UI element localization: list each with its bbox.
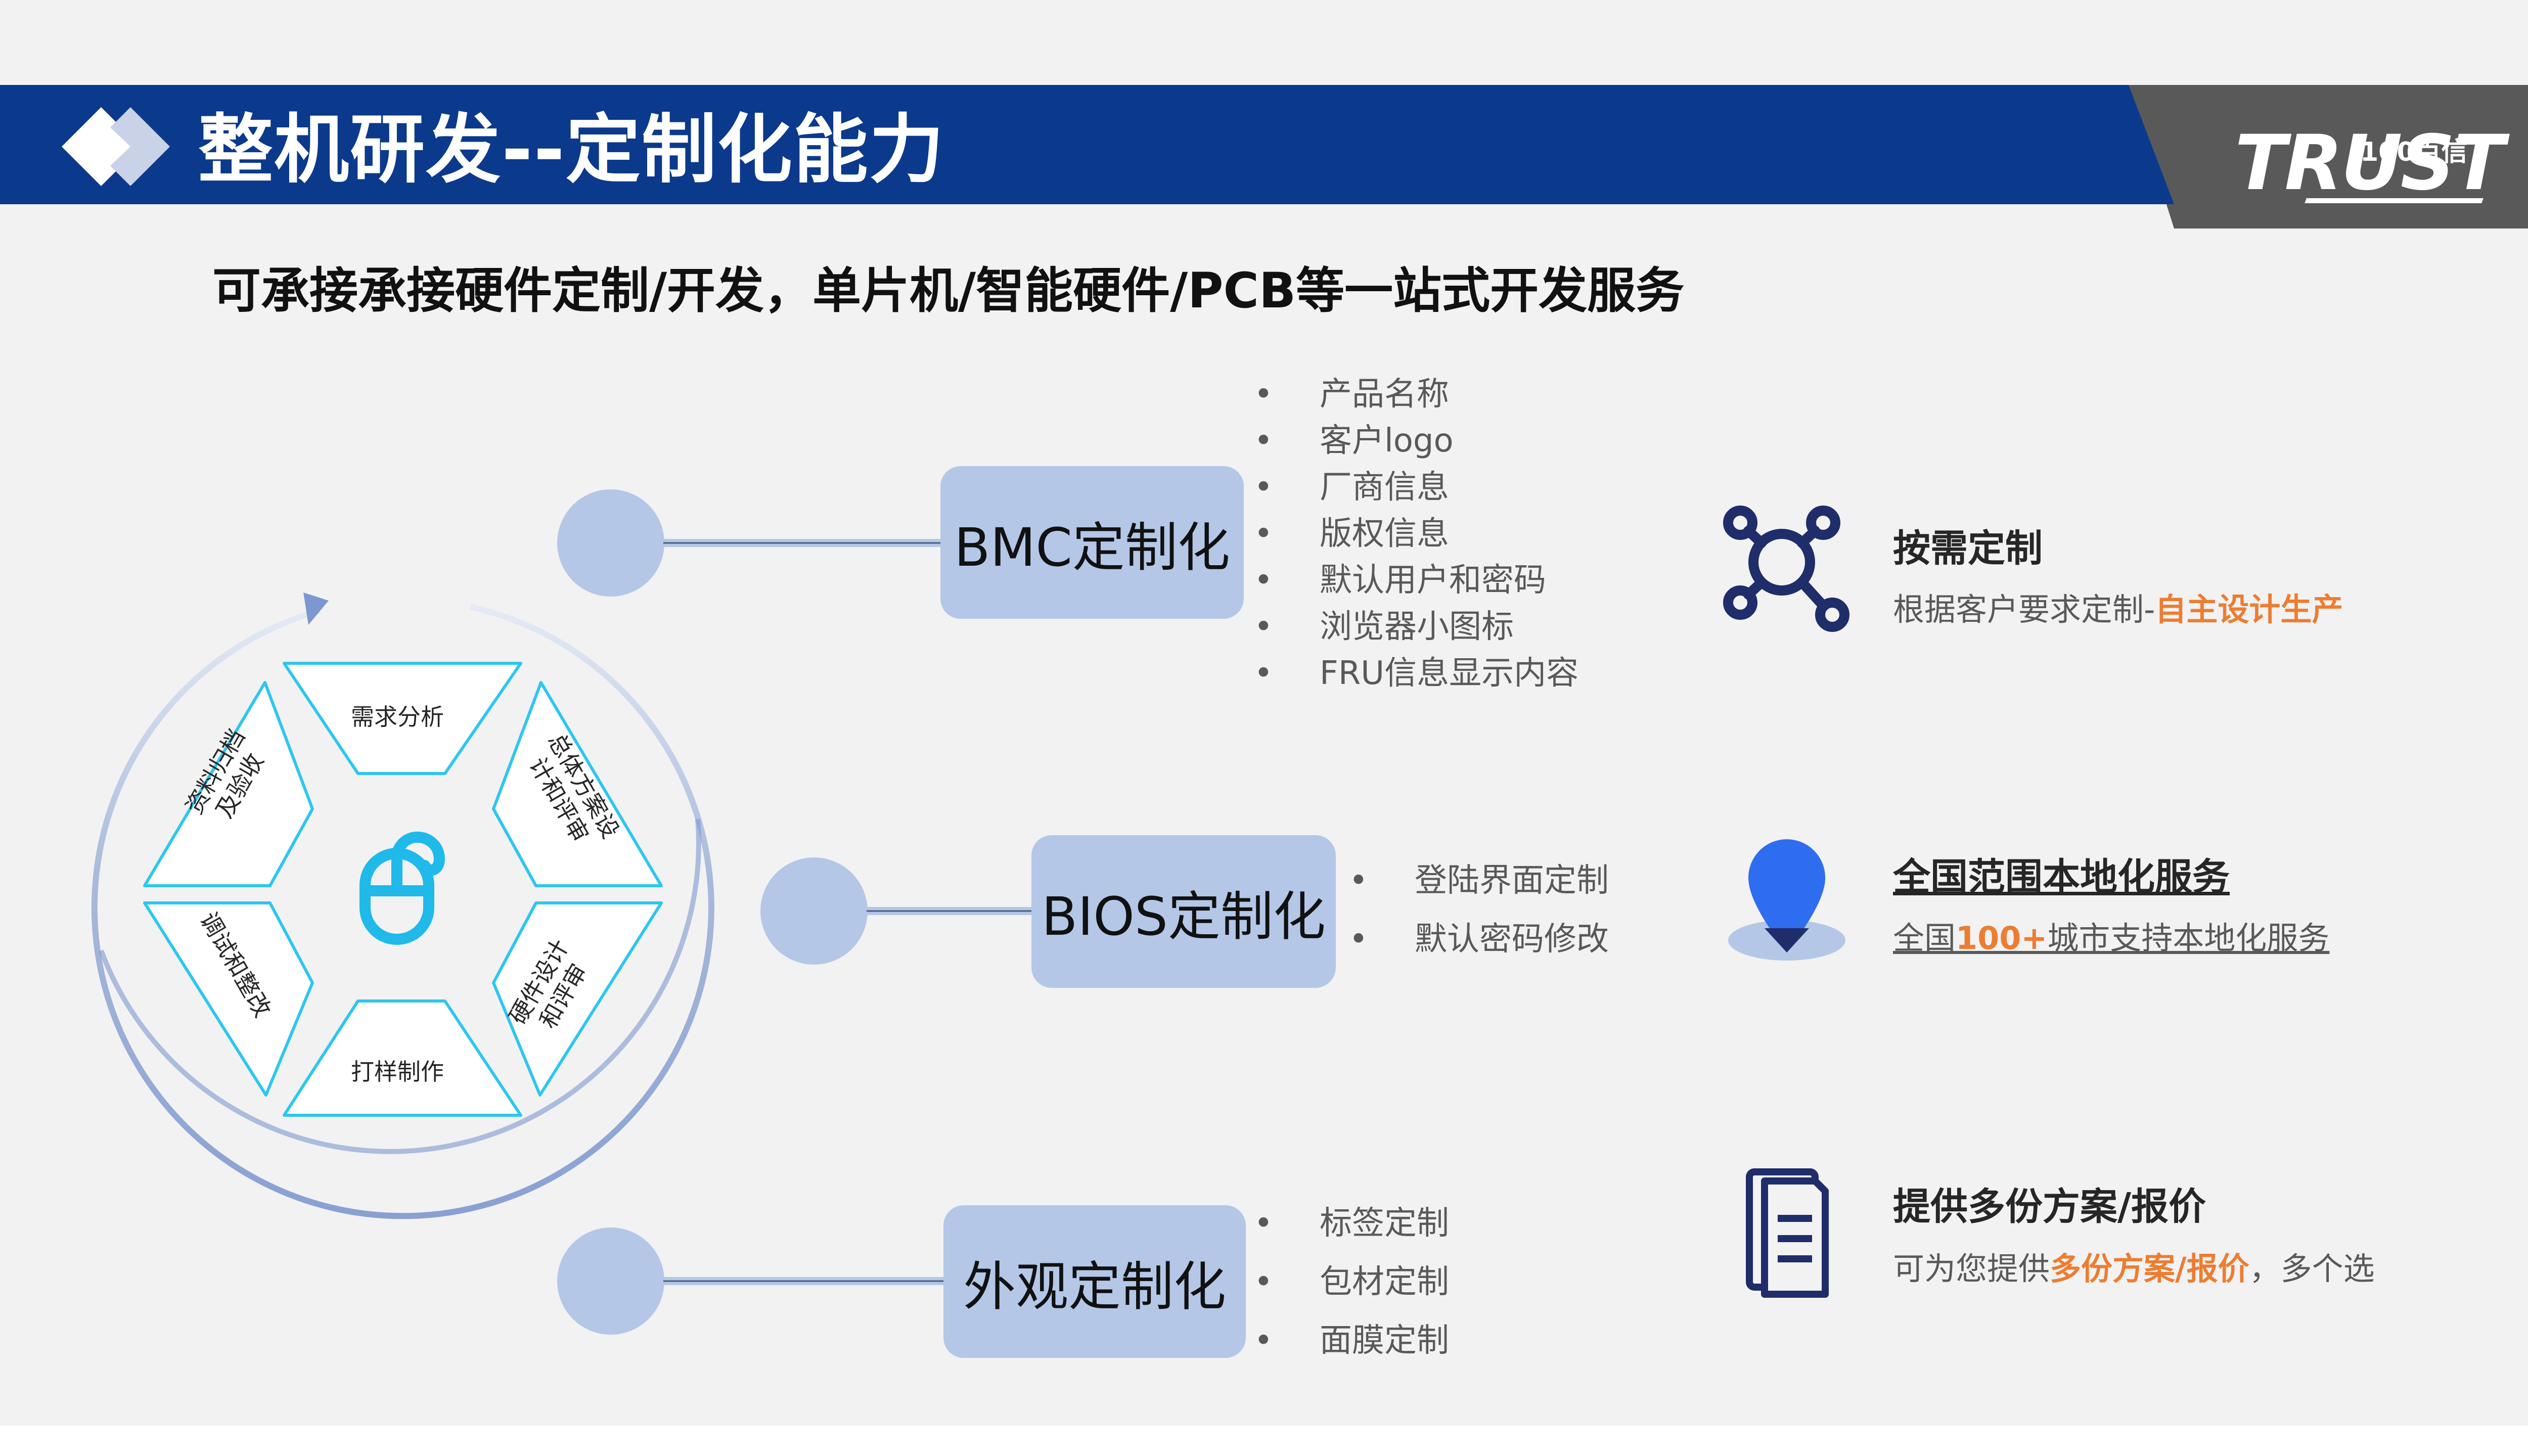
network-nodes-icon: [1723, 506, 1849, 632]
appearance-customization-label: 外观定制化: [963, 1255, 1226, 1317]
appearance-items-list: 标签定制 包材定制 面膜定制: [1254, 1194, 1449, 1370]
segment-archiving: [143, 681, 314, 887]
list-item: 默认密码修改: [1349, 910, 1609, 969]
cycle-ring-arc-bottom: [99, 818, 701, 1154]
list-item: 产品名称: [1254, 371, 1578, 418]
bios-items-list: 登陆界面定制 默认密码修改: [1349, 851, 1609, 969]
cycle-hexagon: [143, 662, 663, 1117]
connector-dot-appearance: [557, 1227, 664, 1335]
subtitle: 可承接承接硬件定制/开发，单片机/智能硬件/PCB等一站式开发服务: [212, 262, 1685, 319]
list-item: 默认用户和密码: [1254, 557, 1578, 604]
location-pin-icon: [1728, 839, 1845, 961]
feature-title-on-demand: 按需定制: [1893, 527, 2043, 570]
bmc-items-list: 产品名称 客户logo 厂商信息 版权信息 默认用户和密码 浏览器小图标 FRU…: [1254, 371, 1578, 697]
segment-label-prototyping: 打样制作: [351, 1058, 444, 1085]
feature-text-multiple-quotes: 可为您提供多份方案/报价，多个选: [1893, 1250, 2375, 1287]
feature-text-on-demand: 根据客户要求定制-自主设计生产: [1893, 591, 2343, 628]
connector-dot-bios: [760, 857, 868, 965]
bmc-customization-label: BMC定制化: [954, 516, 1230, 578]
slide-graphics: [0, 85, 2528, 1335]
logo-badge: 100百信: [2360, 137, 2468, 167]
bmc-customization-box: BMC定制化: [940, 466, 1244, 619]
trust-logo: TRUST: [2235, 119, 2505, 207]
bios-customization-label: BIOS定制化: [1042, 885, 1326, 947]
header-diamond-icon: [62, 107, 170, 186]
page-title: 整机研发--定制化能力: [198, 106, 945, 193]
mouse-icon: [359, 831, 445, 945]
feature-text-local-service: 全国100+城市支持本地化服务: [1893, 920, 2330, 957]
logo-text: TRUST: [2235, 119, 2505, 207]
slide: 整机研发--定制化能力 TRUST 100百信 可承接承接硬件定制/开发，单片机…: [0, 0, 2528, 1426]
connector-dot-bmc: [557, 489, 664, 597]
appearance-customization-box: 外观定制化: [943, 1205, 1246, 1358]
list-item: 版权信息: [1254, 511, 1578, 557]
list-item: 客户logo: [1254, 418, 1578, 464]
segment-overall-design: [492, 681, 663, 887]
header-gray-band: [2129, 85, 2528, 229]
list-item: 浏览器小图标: [1254, 604, 1578, 650]
feature-title-multiple-quotes: 提供多份方案/报价: [1893, 1185, 2206, 1228]
list-item: 包材定制: [1254, 1253, 1449, 1311]
logo-underline: [2305, 198, 2484, 203]
list-item: 面膜定制: [1254, 1311, 1449, 1370]
list-item: FRU信息显示内容: [1254, 650, 1578, 697]
segment-prototyping: [283, 999, 522, 1117]
cycle-ring-arc: [91, 604, 714, 1219]
list-item: 登陆界面定制: [1349, 851, 1609, 910]
list-item: 标签定制: [1254, 1194, 1449, 1253]
segment-label-requirements: 需求分析: [351, 703, 444, 731]
list-item: 厂商信息: [1254, 464, 1578, 511]
feature-title-local-service: 全国范围本地化服务: [1893, 855, 2230, 899]
segment-hardware-design: [492, 901, 663, 1097]
segment-debugging: [143, 901, 314, 1097]
segment-requirements: [283, 662, 522, 775]
bios-customization-box: BIOS定制化: [1031, 835, 1336, 988]
document-icon: [1746, 1168, 1829, 1298]
cycle-arrow-icon: [303, 593, 329, 625]
header-blue-band: [0, 85, 2174, 204]
